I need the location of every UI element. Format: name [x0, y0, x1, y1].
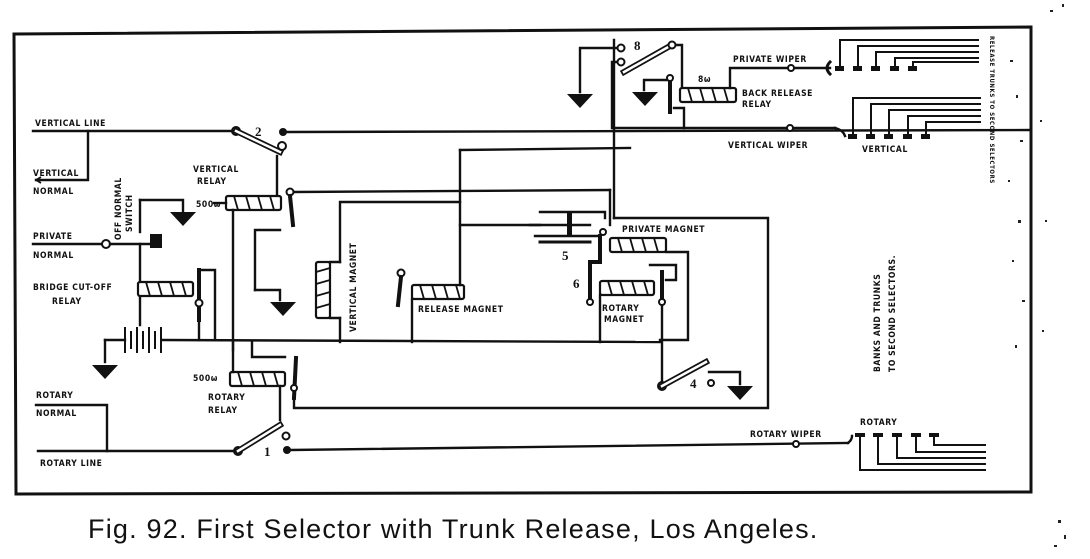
label-rotary-line: ROTARY LINE [40, 459, 102, 469]
switch-number-2: 2 [255, 124, 262, 139]
label-vertical-line: VERTICAL LINE [35, 119, 106, 129]
rotary-magnet [598, 263, 678, 384]
vertical-magnet [314, 200, 460, 344]
label-vertical-relay-resistance: 500ω [196, 200, 221, 210]
label-rotary-wiper: ROTARY WIPER [750, 430, 822, 440]
label-bridge-cutoff-relay-2: RELAY [52, 297, 82, 307]
bridge-cutoff-relay [136, 268, 296, 342]
label-off-normal-switch-1: OFF NORMAL [114, 177, 124, 240]
label-rotary-magnet-2: MAGNET [604, 315, 644, 325]
label-banks-trunks-2: TO SECOND SELECTORS. [888, 255, 898, 372]
label-vertical-magnet: VERTICAL MAGNET [349, 242, 359, 332]
vertical-wiper-circuit [612, 97, 981, 139]
label-back-release-resistance: 8ω [698, 75, 711, 85]
trunk-release-springs [528, 188, 612, 306]
label-release-magnet: RELEASE MAGNET [418, 305, 504, 315]
ground-icon [632, 92, 658, 106]
switch-4 [657, 357, 753, 400]
label-off-normal-switch-2: SWITCH [125, 194, 135, 232]
label-rotary-relay-resistance: 500ω [193, 374, 218, 384]
ground-icon [270, 302, 296, 316]
label-rotary-normal-2: NORMAL [36, 409, 77, 419]
ground-icon [170, 212, 196, 226]
label-banks-trunks-1: BANKS AND TRUNKS [873, 274, 883, 372]
switch-number-8: 8 [634, 38, 641, 53]
label-bridge-cutoff-relay-1: BRIDGE CUT-OFF [33, 283, 112, 293]
ground-icon [567, 94, 593, 108]
private-bank [835, 39, 979, 71]
vertical-line-circuit [31, 126, 1033, 202]
label-vertical-bank: VERTICAL [862, 145, 908, 155]
label-back-release-relay-1: BACK RELEASE [742, 89, 813, 99]
label-vertical-relay-1: VERTICAL [193, 165, 239, 175]
label-private-wiper: PRIVATE WIPER [733, 55, 807, 65]
diagram-border [12, 25, 1033, 496]
label-vertical-normal-2: NORMAL [33, 187, 74, 197]
label-release-trunks: RELEASE TRUNKS TO SECOND SELECTORS [988, 36, 995, 184]
release-magnet [395, 146, 632, 344]
ground-icon [92, 365, 118, 379]
label-private-normal-1: PRIVATE [33, 232, 73, 242]
label-vertical-normal-1: VERTICAL [33, 169, 79, 179]
switch-number-6: 6 [573, 276, 580, 291]
label-rotary-normal-1: ROTARY [36, 391, 73, 401]
label-back-release-relay-2: RELAY [742, 100, 772, 110]
switch-number-4: 4 [690, 376, 697, 391]
label-vertical-wiper: VERTICAL WIPER [728, 141, 808, 151]
figure-caption: Fig. 92. First Selector with Trunk Relea… [88, 514, 819, 544]
label-rotary-relay-2: RELAY [208, 406, 238, 416]
label-private-normal-2: NORMAL [33, 251, 74, 261]
label-rotary-bank: ROTARY [860, 418, 897, 428]
rotary-line-circuit [34, 403, 854, 456]
vertical-relay [212, 187, 612, 352]
battery [92, 327, 662, 379]
label-vertical-relay-2: RELAY [197, 177, 227, 187]
ground-icon [727, 386, 753, 400]
label-rotary-relay-1: ROTARY [208, 393, 245, 403]
switch-number-5: 5 [562, 248, 569, 263]
back-release-circuit [567, 40, 833, 130]
scan-noise [1008, 4, 1066, 547]
label-private-magnet: PRIVATE MAGNET [622, 225, 705, 235]
rotary-relay [228, 340, 299, 422]
label-rotary-magnet-1: ROTARY [602, 304, 639, 314]
switch-number-1: 1 [264, 444, 271, 459]
private-magnet [294, 38, 770, 410]
rotary-bank [855, 433, 986, 471]
